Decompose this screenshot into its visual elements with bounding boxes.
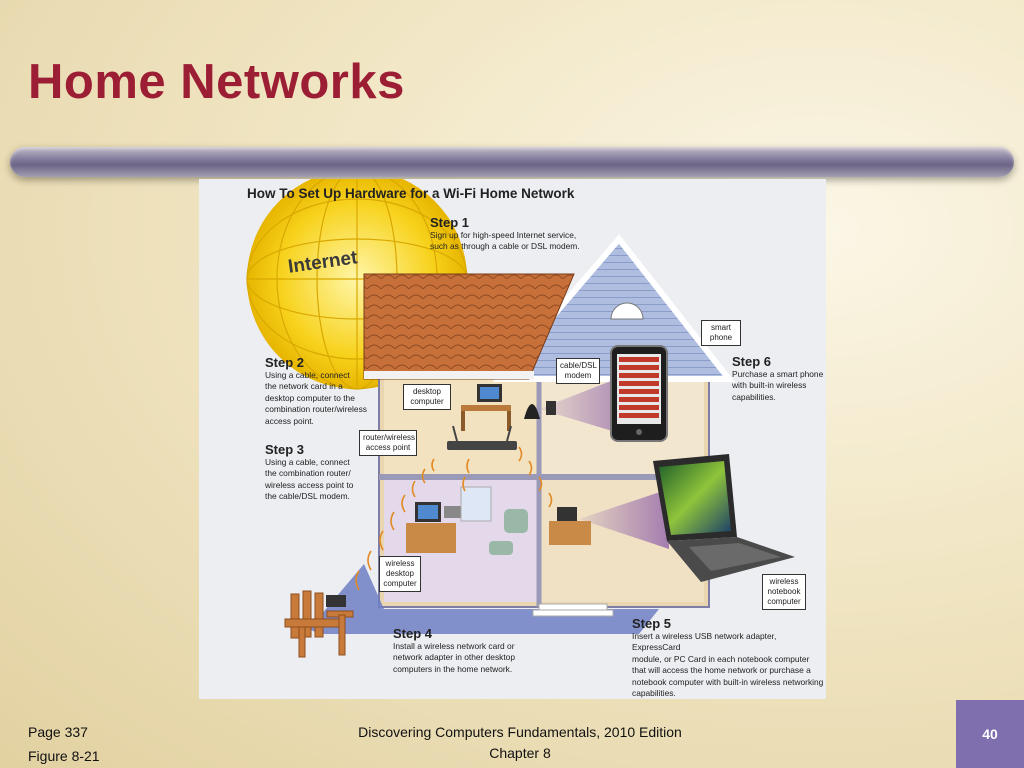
wifi-beam-notebook xyxy=(579,489,669,549)
callout-modem: cable/DSL modem xyxy=(556,358,600,384)
footer-figure: Figure 8-21 xyxy=(28,748,100,764)
step-4-heading: Step 4 xyxy=(393,626,433,641)
step-6-heading: Step 6 xyxy=(732,354,772,369)
router-icon xyxy=(447,425,517,450)
wifi-waves-icon xyxy=(355,446,553,591)
step-2-text: Using a cable, connect the network card … xyxy=(265,370,367,426)
callout-desktop-computer: desktop computer xyxy=(403,384,451,410)
modem-icon xyxy=(524,404,540,419)
step-3-text: Using a cable, connect the combination r… xyxy=(265,457,354,502)
step-5-text: Insert a wireless USB network adapter, E… xyxy=(632,631,824,699)
step-2: Step 2 Using a cable, connect the networ… xyxy=(265,355,367,427)
footer-book-title: Discovering Computers Fundamentals, 2010… xyxy=(358,724,682,740)
smart-phone-icon xyxy=(610,345,668,442)
callout-router: router/wireless access point xyxy=(359,430,417,456)
step-1: Step 1 Sign up for high-speed Internet s… xyxy=(430,215,580,253)
chair-icon xyxy=(284,590,354,658)
step-3-heading: Step 3 xyxy=(265,442,305,457)
step-3: Step 3 Using a cable, connect the combin… xyxy=(265,442,353,503)
figure-title: How To Set Up Hardware for a Wi-Fi Home … xyxy=(247,186,575,201)
footer-book: Discovering Computers Fundamentals, 2010… xyxy=(300,722,740,764)
step-6-text: Purchase a smart phone with built-in wir… xyxy=(732,369,824,402)
step-2-heading: Step 2 xyxy=(265,355,305,370)
footer-page: Page 337 xyxy=(28,724,88,740)
figure-wifi-home-network: How To Set Up Hardware for a Wi-Fi Home … xyxy=(199,179,826,699)
callout-wireless-notebook: wireless notebook computer xyxy=(762,574,806,610)
title-divider-bar xyxy=(10,147,1014,177)
footer-reference: Page 337 Figure 8-21 xyxy=(28,720,100,768)
step-4: Step 4 Install a wireless network card o… xyxy=(393,626,515,675)
slide-title: Home Networks xyxy=(28,55,405,109)
step-5: Step 5 Insert a wireless USB network ada… xyxy=(632,616,826,699)
callout-smart-phone: smart phone xyxy=(701,320,741,346)
step-1-heading: Step 1 xyxy=(430,215,470,230)
notebook-icon xyxy=(653,454,795,582)
step-6: Step 6 Purchase a smart phone with built… xyxy=(732,354,823,403)
callout-wireless-desktop: wireless desktop computer xyxy=(379,556,421,592)
footer-chapter: Chapter 8 xyxy=(489,745,551,761)
step-4-text: Install a wireless network card or netwo… xyxy=(393,641,515,674)
slide-number: 40 xyxy=(956,700,1024,768)
step-5-heading: Step 5 xyxy=(632,616,672,631)
step-1-text: Sign up for high-speed Internet service,… xyxy=(430,230,580,252)
desktop-icon xyxy=(461,384,511,431)
house-illustration xyxy=(246,179,795,658)
